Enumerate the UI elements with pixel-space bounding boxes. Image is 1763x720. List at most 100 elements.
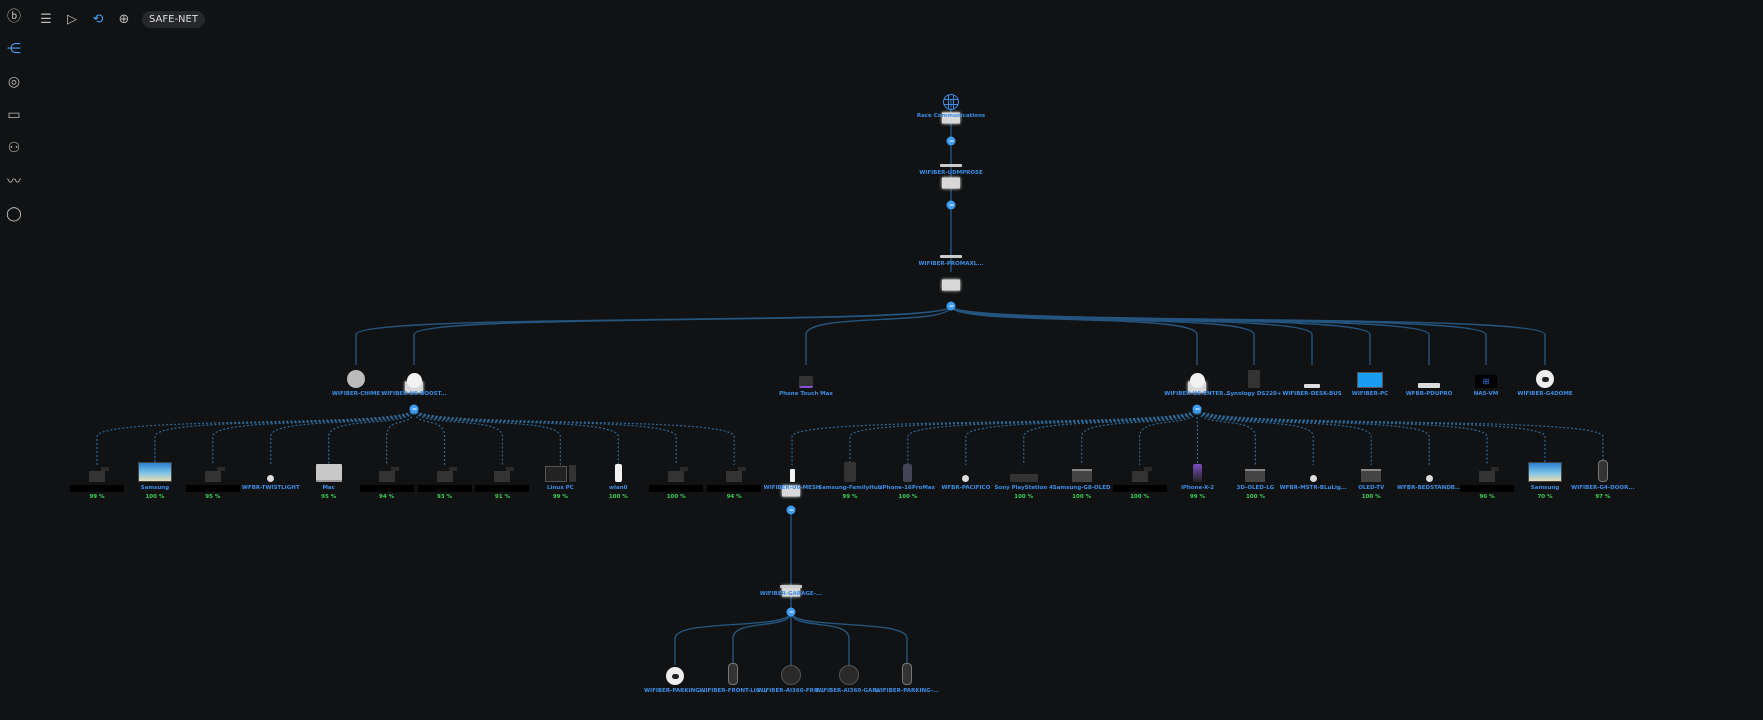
device-node[interactable]: ⊞NAS-VM [1456, 368, 1516, 398]
gateway-icon [940, 238, 962, 258]
collapse-button[interactable] [786, 607, 796, 617]
collapse-button[interactable] [946, 200, 956, 210]
client-node[interactable]: 94 % [357, 462, 417, 500]
node-label: WIFIBER-G4DOME [1517, 391, 1573, 397]
node-label [359, 485, 414, 492]
device-node[interactable]: WFBR-PDUPRO [1399, 368, 1459, 398]
node-label: WIFIBER-G4-DOOR... [1571, 485, 1635, 491]
node-label: WFBR-PDUPRO [1405, 391, 1453, 397]
client-node[interactable]: 100 % [1110, 462, 1170, 500]
collapse-button[interactable] [946, 136, 956, 146]
generic-icon [726, 462, 747, 482]
shield-icon[interactable]: ◯ [6, 206, 22, 222]
logo-icon[interactable]: ⓑ [7, 9, 21, 25]
dome-icon [666, 665, 684, 685]
redaction-box [782, 585, 800, 597]
collapse-button[interactable] [1192, 404, 1202, 414]
signal-percent: 100 % [1245, 494, 1265, 500]
pc-icon [544, 462, 576, 482]
wireless-link [907, 408, 1198, 465]
oled-icon [1245, 462, 1266, 482]
client-node[interactable]: WFBR-MSTR-BLuLig... [1280, 462, 1347, 492]
node-label [70, 485, 124, 492]
devices-icon[interactable]: ▭ [7, 107, 21, 123]
wireless-link [386, 408, 415, 465]
device-node[interactable]: WIFIBER-U6-BOOST... [381, 368, 447, 398]
mesh-icon [789, 462, 795, 482]
signal-percent: 100 % [1361, 494, 1381, 500]
generic-icon [436, 462, 457, 482]
device-node[interactable]: Synology DS220+ [1224, 368, 1284, 398]
client-node[interactable]: 100 % [646, 462, 706, 500]
collapse-button[interactable] [409, 404, 419, 414]
generic-icon [1479, 462, 1500, 482]
client-node[interactable]: 96 % [1457, 462, 1517, 500]
client-node[interactable]: WFBR-PACIFICO [936, 462, 996, 492]
target-icon[interactable]: ◎ [7, 74, 21, 90]
device-node[interactable]: WIFIBER-U6-ENTER... [1164, 368, 1230, 398]
stats-icon[interactable]: 〰 [7, 174, 21, 190]
client-node[interactable]: 94 % [704, 462, 764, 500]
topology-icon[interactable]: ⋲ [7, 41, 21, 57]
client-node[interactable]: WIFIBER-U6-MESH [762, 462, 822, 492]
node-label [1112, 485, 1167, 492]
node-label [475, 485, 530, 492]
redaction-box [942, 177, 960, 189]
node-label [707, 485, 762, 492]
camera-node[interactable]: WIFIBER-AI360-FRO... [757, 665, 825, 695]
client-node[interactable]: WFBR-TWISTLIGHT [241, 462, 301, 492]
chain-node[interactable]: WIFIBER-PROMAXL... [918, 238, 984, 268]
device-node[interactable]: WIFIBER-CHIME [326, 368, 386, 398]
client-node[interactable]: WFBR-BEDSTANDB... [1397, 462, 1461, 492]
filter-icon[interactable]: ☰ [40, 11, 52, 27]
wireless-link [791, 408, 1198, 465]
site-selector[interactable]: SAFE-NET [142, 10, 205, 28]
camera-node[interactable]: WIFIBER-PARKING-... [875, 663, 939, 695]
node-label: WIFIBER-DESK-BUS [1282, 391, 1342, 397]
signal-percent: 100 % [608, 494, 628, 500]
client-node[interactable]: 99 % [67, 462, 127, 500]
play-icon[interactable]: ▷ [67, 11, 77, 27]
node-label: Synology DS220+ [1226, 391, 1282, 397]
device-node[interactable]: WIFIBER-DESK-BUS [1282, 368, 1342, 398]
client-node[interactable]: WIFIBER-G4-DOOR...97 % [1571, 460, 1635, 500]
signal-percent: 99 % [552, 494, 568, 500]
signal-percent: 95 % [205, 494, 221, 500]
node-label [185, 485, 240, 492]
camera-node[interactable]: WIFIBER-PARKING... [644, 665, 706, 695]
node-label: WIFIBER-U6-MESH [763, 485, 821, 491]
oled-icon [1071, 462, 1092, 482]
camera-node[interactable]: WIFIBER-FRONT-LIG... [699, 663, 767, 695]
device-node[interactable]: WIFIBER-PC [1340, 368, 1400, 398]
chain-node[interactable]: Race Communications [917, 90, 985, 120]
device-node[interactable]: Phone Touch Max [776, 368, 836, 398]
collapse-button[interactable] [946, 301, 956, 311]
collapse-button[interactable] [786, 505, 796, 515]
add-icon[interactable]: ⊕ [118, 11, 130, 27]
garage-node[interactable]: WIFIBER-GARAGE-... [760, 568, 822, 598]
wireless-link [413, 408, 561, 465]
client-node[interactable]: 91 % [472, 462, 532, 500]
monitor-icon [1357, 368, 1383, 388]
clients-icon[interactable]: ⚇ [7, 140, 21, 156]
client-node[interactable]: 93 % [415, 462, 475, 500]
refresh-icon[interactable]: ⟲ [92, 11, 104, 27]
camera-node[interactable]: WIFIBER-AI360-GAR... [815, 665, 883, 695]
device-node[interactable]: WIFIBER-G4DOME [1515, 368, 1575, 398]
chain-node[interactable]: WIFIBER-UDMPROSE [919, 147, 983, 177]
client-node[interactable]: 95 % [183, 462, 243, 500]
bulb-icon [962, 462, 970, 482]
